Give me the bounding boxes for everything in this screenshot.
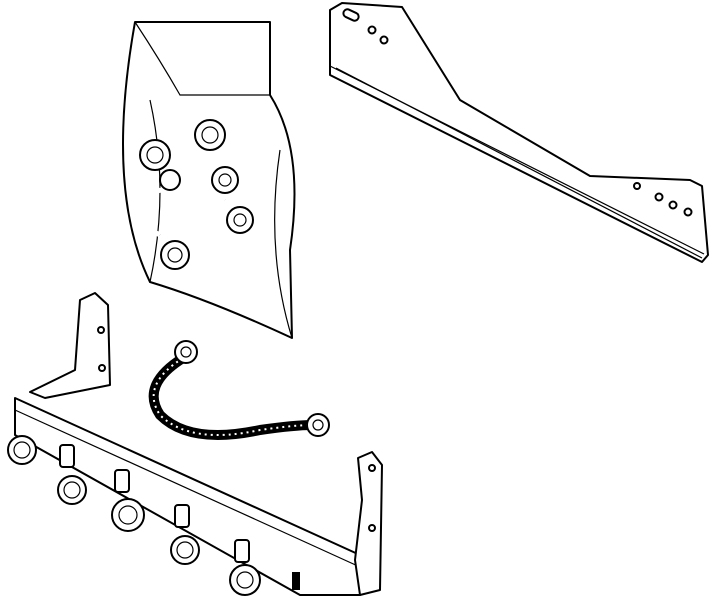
mounting-slot [342, 8, 360, 22]
union-nut [160, 240, 190, 270]
mounting-hole [668, 200, 678, 210]
mounting-plate [329, 2, 709, 263]
valve-connector [229, 564, 261, 596]
union-nut [159, 169, 181, 191]
manifold-bracket [7, 292, 383, 596]
mounting-hole [654, 192, 664, 202]
mounting-hole [633, 182, 641, 190]
union-nut [211, 166, 239, 194]
flexible-hose [148, 340, 330, 440]
hose-nut [306, 413, 330, 437]
pipe-fitting-assembly [130, 119, 254, 270]
hose-nut [174, 340, 198, 364]
valve-lever [174, 504, 190, 528]
valve-connections [7, 435, 300, 596]
valve-lever [234, 539, 250, 563]
label-plate [292, 572, 300, 590]
mounting-hole [367, 25, 377, 35]
fittings-bag [122, 21, 296, 339]
valve-connector [57, 475, 87, 505]
valve-lever [59, 444, 75, 468]
mounting-hole [379, 35, 389, 45]
union-nut [226, 206, 254, 234]
valve-connector [7, 435, 37, 465]
valve-lever [114, 469, 130, 493]
valve-connector [111, 498, 145, 532]
mounting-hole [683, 207, 693, 217]
union-nut [194, 119, 226, 151]
union-nut [139, 139, 171, 171]
valve-connector [170, 535, 200, 565]
